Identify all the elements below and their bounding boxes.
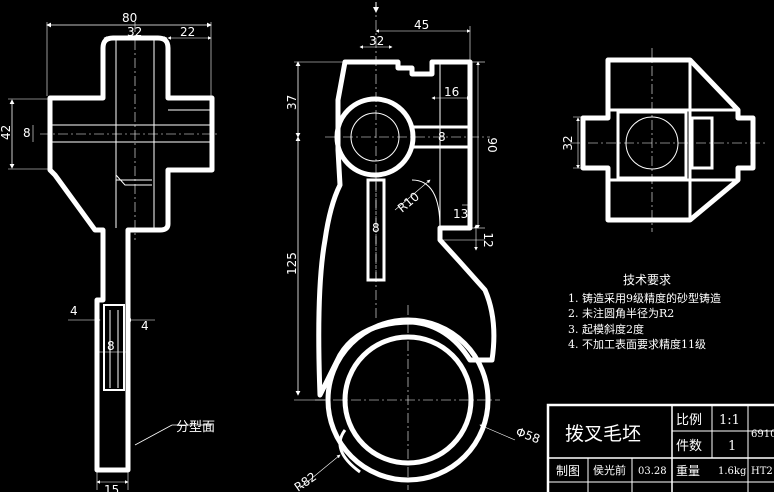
dim-8: 8 — [23, 126, 31, 140]
drawn-label: 制图 — [556, 464, 580, 478]
count-value: 1 — [728, 439, 736, 454]
scale-label: 比例 — [676, 413, 702, 428]
dim-45: 45 — [414, 18, 429, 32]
requirement-item-4: 4. 不加工表面要求精度11级 — [568, 338, 706, 351]
dim-37: 37 — [285, 95, 299, 110]
dim-phi58: Φ58 — [514, 425, 542, 447]
count-label: 件数 — [676, 439, 702, 454]
dim-42: 42 — [0, 125, 13, 140]
dim-32: 32 — [127, 25, 142, 39]
dim-22: 22 — [180, 25, 195, 39]
dim-13: 13 — [453, 207, 468, 221]
drawing-no: 6910 — [751, 429, 774, 440]
dim-125: 125 — [285, 252, 299, 275]
requirement-item-3: 3. 起模斜度2度 — [568, 322, 644, 336]
dim-90: 90 — [485, 137, 499, 152]
weight-label: 重量 — [676, 464, 700, 478]
dim-80: 80 — [122, 11, 137, 25]
material: HT2 — [751, 466, 773, 477]
dim-8-hole: 8 — [438, 130, 446, 144]
dim-16: 16 — [444, 85, 459, 99]
drawing-date: 03.28 — [638, 466, 667, 477]
top-view — [570, 48, 765, 232]
drawn-by: 侯光前 — [593, 463, 626, 477]
dim-12: 12 — [481, 232, 495, 247]
shaft-bore-outer — [334, 96, 416, 178]
title-block — [546, 403, 774, 492]
weight-value: 1.6kg — [718, 466, 747, 477]
requirements-title: 技术要求 — [623, 273, 672, 287]
top-view-outline — [580, 57, 756, 223]
scale-value: 1:1 — [719, 413, 740, 428]
title-block-texts: 拨叉毛坯 比例 1:1 件数 1 6910 制图 侯光前 03.28 重量 1.… — [556, 413, 774, 478]
front-view-outline — [47, 35, 215, 473]
dim-8-rib: 8 — [372, 221, 380, 235]
dim-32-side: 32 — [369, 34, 384, 48]
part-name: 拨叉毛坯 — [565, 423, 641, 445]
side-view — [294, 2, 516, 490]
front-view — [8, 22, 220, 490]
top-view-dimension-texts: 32 — [561, 135, 575, 150]
dim-15: 15 — [104, 483, 119, 492]
dim-4-right: 4 — [141, 319, 149, 333]
dim-32-top: 32 — [561, 135, 575, 150]
dim-8-bottom: 8 — [107, 339, 115, 353]
technical-requirements: 技术要求 1. 铸造采用9级精度的砂型铸造 2. 未注圆角半径为R2 3. 起模… — [568, 273, 721, 353]
dim-4-left: 4 — [70, 304, 78, 318]
dim-r82: R82 — [292, 469, 319, 492]
dim-r10: R10 — [395, 189, 422, 215]
parting-surface-label: 分型面 — [176, 420, 215, 435]
front-view-dimension-texts: 80 32 22 42 8 4 4 8 15 分型面 — [0, 11, 215, 492]
requirement-item-1: 1. 铸造采用9级精度的砂型铸造 — [568, 291, 721, 305]
requirement-item-2: 2. 未注圆角半径为R2 — [568, 307, 675, 320]
